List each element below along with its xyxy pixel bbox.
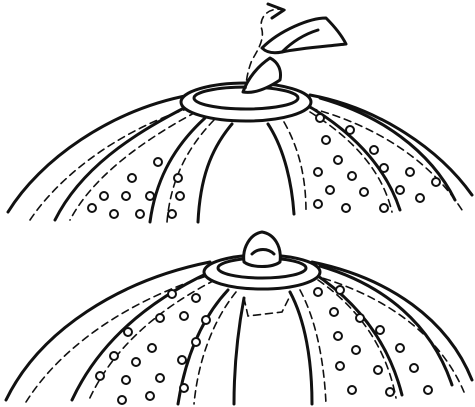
dot-mark [156,374,164,382]
dot-mark [360,188,368,196]
dot-mark [96,372,104,380]
dot-mark [180,384,188,392]
dot-mark [410,364,418,372]
dot-mark [432,178,440,186]
dot-mark [348,172,356,180]
dot-mark [336,286,344,294]
bottom-seam-center-left [234,298,244,404]
top-seam-left-outer-dash [70,112,196,220]
top-seam-center-right [268,124,294,214]
dot-mark [380,204,388,212]
dot-mark [314,288,322,296]
dot-mark [386,388,394,396]
dot-mark [352,346,360,354]
dot-mark [124,328,132,336]
dot-mark [110,352,118,360]
dot-mark [118,396,126,404]
dot-mark [316,114,324,122]
dot-mark [88,204,96,212]
dot-mark [168,290,176,298]
dot-mark [322,136,330,144]
bottom-seam-left-inner-dash [194,292,236,404]
dot-mark [180,312,188,320]
top-panel-illustration [8,4,472,222]
dot-mark [334,332,342,340]
dot-mark [146,392,154,400]
bottom-inner-flap-dash [244,296,290,316]
dot-mark [148,344,156,352]
dot-mark [128,174,136,182]
bottom-seam-left-outer [72,272,210,400]
dot-mark [396,344,404,352]
dot-mark [192,294,200,302]
dot-mark [380,164,388,172]
dot-mark [342,204,350,212]
dot-mark [424,386,432,394]
dot-mark [176,192,184,200]
dot-mark [330,308,338,316]
top-seam-center-left [198,124,232,222]
dot-mark [336,362,344,370]
dot-mark [406,168,414,176]
bottom-seam-right-inner-dash [318,280,396,398]
top-dot-pattern [88,114,440,218]
dot-mark [376,326,384,334]
dot-mark [348,386,356,394]
dot-mark [314,168,322,176]
dot-mark [122,376,130,384]
dot-mark [334,156,342,164]
dot-mark [178,356,186,364]
dot-mark [374,366,382,374]
dot-mark [154,158,162,166]
dot-mark [396,186,404,194]
dot-mark [356,314,364,322]
dot-mark [136,210,144,218]
dot-mark [370,146,378,154]
dot-mark [122,192,130,200]
dot-mark [416,194,424,202]
dot-mark [156,314,164,322]
dot-mark [326,186,334,194]
dot-mark [168,210,176,218]
dot-mark [314,200,322,208]
dot-mark [100,192,108,200]
dot-mark [174,174,182,182]
bottom-seam-center-right [290,292,312,404]
dot-mark [192,338,200,346]
dot-mark [110,210,118,218]
dot-mark [132,358,140,366]
bottom-panel-illustration [6,232,472,404]
dot-mark [346,126,354,134]
dot-mark [202,316,210,324]
dot-mark [146,192,154,200]
